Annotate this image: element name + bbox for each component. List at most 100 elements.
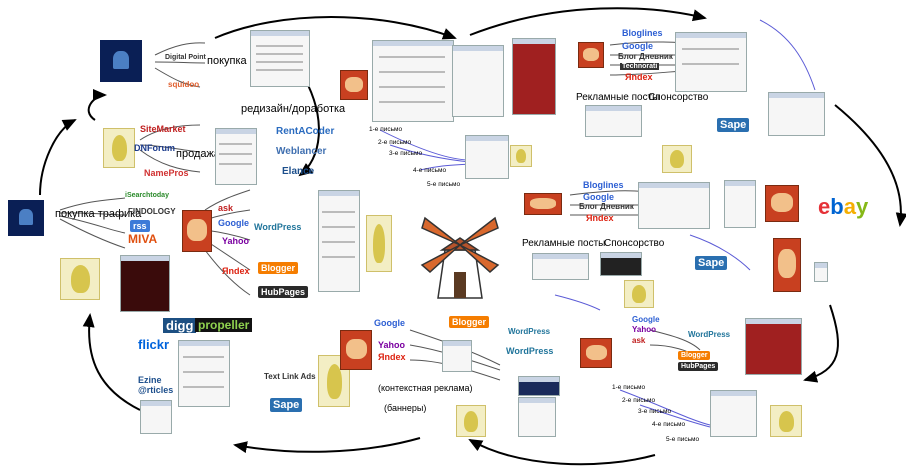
site-screenshot-5 (178, 340, 230, 407)
logo-technorati-1: Technorati (620, 63, 660, 70)
team-photo-4 (524, 193, 562, 215)
mouse-mascot-8 (456, 405, 486, 437)
letter-bottom-3: 3-е письмо (638, 408, 672, 415)
site-screenshot-11 (675, 32, 747, 92)
team-photo-7 (340, 330, 372, 370)
logo-hubpages-1: HubPages (258, 286, 309, 298)
logo-digg: digg (163, 318, 197, 333)
logo-digital-point: Digital Point (165, 54, 206, 61)
logo-yandex-1: Яndex (222, 266, 250, 276)
logo-rss: rss (130, 220, 150, 232)
site-screenshot-9 (512, 38, 556, 115)
logo-blogger-1: Blogger (258, 262, 299, 274)
logo-google-2: Google (622, 41, 653, 51)
logo-miva: MIVA (128, 232, 158, 246)
mouse-mascot-7 (624, 280, 654, 308)
letter-top-4: 4-е письмо (413, 167, 447, 174)
logo-google-1: Google (218, 218, 249, 228)
team-photo-6 (773, 238, 801, 292)
logo-ask: ask (218, 203, 234, 213)
site-screenshot-18 (814, 262, 828, 282)
site-screenshot-12 (768, 92, 825, 136)
logo-elance: Elance (282, 166, 315, 177)
site-screenshot-15 (724, 180, 756, 228)
mouse-mascot-3 (366, 215, 392, 272)
logo-blogger-3: Blogger (678, 351, 711, 360)
logo-weblancer: Weblancer (276, 146, 327, 157)
mouse-mascot-4 (318, 355, 350, 407)
label-paid-posts-2: Рекламные посты (522, 238, 606, 249)
logo-flickr: flickr (138, 337, 170, 352)
mouse-mascot-1 (103, 128, 135, 168)
logo-yahoo-2: Yahoo (378, 340, 406, 350)
logo-yandex-2: Яndex (625, 72, 653, 82)
letter-top-2: 2-е письмо (378, 139, 412, 146)
computer-icon-top (100, 40, 142, 82)
site-screenshot-4 (318, 190, 360, 292)
logo-google-5: Google (632, 315, 660, 324)
logo-ask-2: ask (632, 336, 646, 345)
computer-icon-left (8, 200, 44, 236)
site-screenshot-20 (518, 376, 560, 396)
logo-liveinternet-1: Блог Дневник (618, 52, 673, 61)
logo-blogger-2: Blogger (449, 316, 490, 328)
logo-bloglines-1: Bloglines (622, 28, 663, 38)
mouse-mascot-9 (770, 405, 802, 437)
logo-tla: Text Link Ads (264, 372, 316, 381)
logo-yandex-4: Яndex (378, 352, 406, 362)
logo-yahoo-1: Yahoo (222, 236, 250, 246)
site-screenshot-22 (745, 318, 802, 375)
letter-bottom-2: 2-е письмо (622, 397, 656, 404)
mouse-mascot-6 (662, 145, 692, 173)
letter-top-1: 1-е письмо (369, 126, 403, 133)
letter-bottom-4: 4-е письмо (652, 421, 686, 428)
logo-squidoo: squidoo (168, 80, 200, 89)
site-screenshot-3 (120, 255, 170, 312)
label-traffic: покупка трафика (55, 208, 142, 220)
logo-isearch: iSearchtoday (125, 192, 169, 199)
logo-wordpress-2: WordPress (508, 327, 551, 336)
site-screenshot-8 (452, 45, 504, 117)
logo-wordpress-1: WordPress (254, 222, 302, 232)
team-photo-5 (765, 185, 799, 222)
team-photo-2 (340, 70, 368, 100)
mouse-mascot-5 (510, 145, 532, 167)
mouse-mascot-2 (60, 258, 100, 300)
letter-top-3: 3-е письмо (389, 150, 423, 157)
label-paid-posts-1: Рекламные посты (576, 92, 660, 103)
logo-wordpress-3: WordPress (506, 346, 554, 356)
label-context-ads: (контекстная реклама) (378, 383, 473, 393)
label-sponsorship-1: Спонсорство (648, 92, 709, 103)
team-photo-3 (578, 42, 604, 68)
letter-bottom-5: 5-е письмо (666, 436, 700, 443)
logo-findology: FINDOLOGY (128, 207, 176, 216)
logo-dnforum: DNForum (134, 143, 175, 153)
logo-yandex-3: Яndex (586, 213, 614, 223)
site-screenshot-23 (710, 390, 757, 437)
logo-ebay: ebay (818, 194, 869, 219)
logo-propeller: propeller (195, 318, 253, 332)
windmill-image (420, 216, 500, 299)
logo-sape-1: Sape (270, 398, 303, 412)
label-sponsorship-2: Спонсорство (604, 238, 665, 249)
logo-rentacoder: RentACoder (276, 126, 335, 137)
logo-yahoo-3: Yahoo (632, 325, 657, 334)
label-purchase: покупка (207, 55, 247, 67)
logo-google-3: Google (583, 192, 614, 202)
letter-bottom-1: 1-е письмо (612, 384, 646, 391)
logo-sape-2: Sape (717, 118, 750, 132)
site-screenshot-13 (585, 105, 642, 137)
site-screenshot-16 (532, 253, 589, 280)
logo-liveinternet-2: Блог Дневник (579, 202, 634, 211)
logo-sitemarket: SiteMarket (140, 124, 186, 134)
logo-bloglines-2: Bloglines (583, 180, 624, 190)
site-screenshot-1 (250, 30, 310, 87)
team-photo-1 (182, 210, 212, 252)
logo-namepros: NamePros (144, 168, 189, 178)
logo-sape-3: Sape (695, 256, 728, 270)
site-screenshot-7 (372, 40, 454, 122)
site-screenshot-14 (638, 182, 710, 229)
site-screenshot-10 (465, 135, 509, 179)
label-redesign: редизайн/доработка (241, 103, 346, 115)
